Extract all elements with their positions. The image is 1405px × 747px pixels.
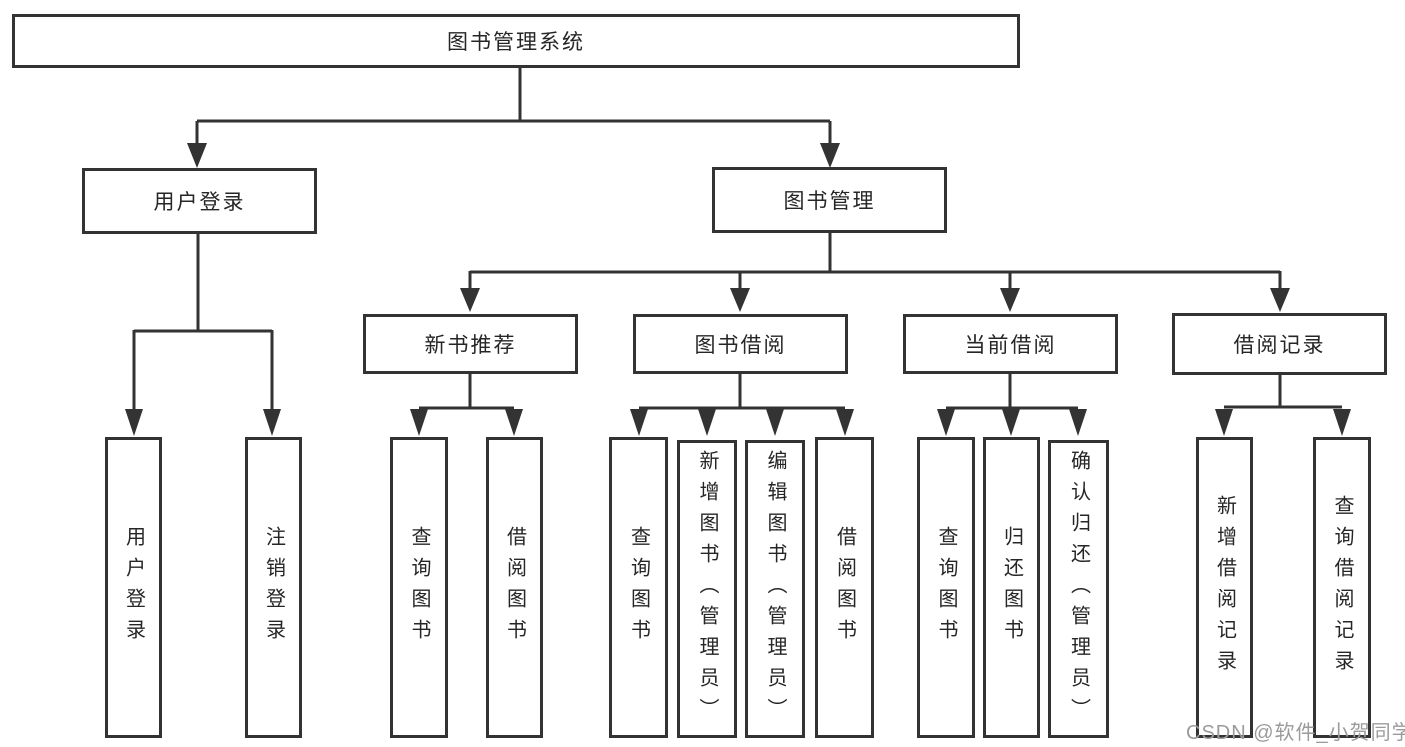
leaf-bb-borrow-books: 借阅图书 [815,437,874,738]
leaf-cb-return-books-label: 归还图书 [1000,525,1023,650]
leaf-cb-confirm-return-admin-label: 确认归还（管理员） [1067,449,1090,729]
node-user-login-label: 用户登录 [153,191,246,214]
leaf-logout-label: 注销登录 [262,525,285,650]
leaf-user-login: 用户登录 [105,437,162,738]
leaf-br-query-record-label: 查询借阅记录 [1331,494,1353,681]
leaf-bb-edit-books-admin: 编辑图书（管理员） [745,440,805,738]
node-book-borrow: 图书借阅 [633,314,848,374]
leaf-bb-borrow-books-label: 借阅图书 [833,525,856,650]
leaf-br-add-record: 新增借阅记录 [1196,437,1253,738]
leaf-user-login-label: 用户登录 [122,525,145,650]
leaf-bb-add-books-admin-label: 新增图书（管理员） [696,449,718,729]
node-new-book-recommend-label: 新书推荐 [424,334,517,357]
node-user-login: 用户登录 [82,168,317,234]
csdn-watermark: CSDN @软件_小贺同学 [1186,722,1405,744]
node-root: 图书管理系统 [12,14,1020,68]
node-current-borrow-label: 当前借阅 [964,334,1057,357]
leaf-bb-query-books-label: 查询图书 [627,525,650,650]
leaf-bb-query-books: 查询图书 [609,437,668,738]
leaf-bb-edit-books-admin-label: 编辑图书（管理员） [764,449,786,729]
leaf-nbr-query-books-label: 查询图书 [408,525,430,650]
node-borrow-records: 借阅记录 [1172,313,1387,375]
node-current-borrow: 当前借阅 [903,314,1118,374]
node-book-borrow-label: 图书借阅 [694,334,787,357]
leaf-cb-return-books: 归还图书 [983,437,1040,738]
leaf-bb-add-books-admin: 新增图书（管理员） [677,440,737,738]
leaf-nbr-borrow-books-label: 借阅图书 [503,525,526,650]
leaf-br-add-record-label: 新增借阅记录 [1213,494,1236,681]
node-root-label: 图书管理系统 [447,31,585,54]
leaf-cb-confirm-return-admin: 确认归还（管理员） [1048,440,1109,738]
leaf-nbr-borrow-books: 借阅图书 [486,437,543,738]
leaf-cb-query-books: 查询图书 [917,437,975,738]
node-book-management: 图书管理 [712,167,947,233]
leaf-cb-query-books-label: 查询图书 [935,525,957,650]
leaf-br-query-record: 查询借阅记录 [1313,437,1371,738]
leaf-nbr-query-books: 查询图书 [390,437,448,738]
node-book-management-label: 图书管理 [783,190,876,213]
node-new-book-recommend: 新书推荐 [363,314,578,374]
leaf-logout: 注销登录 [245,437,302,738]
node-borrow-records-label: 借阅记录 [1233,334,1326,357]
